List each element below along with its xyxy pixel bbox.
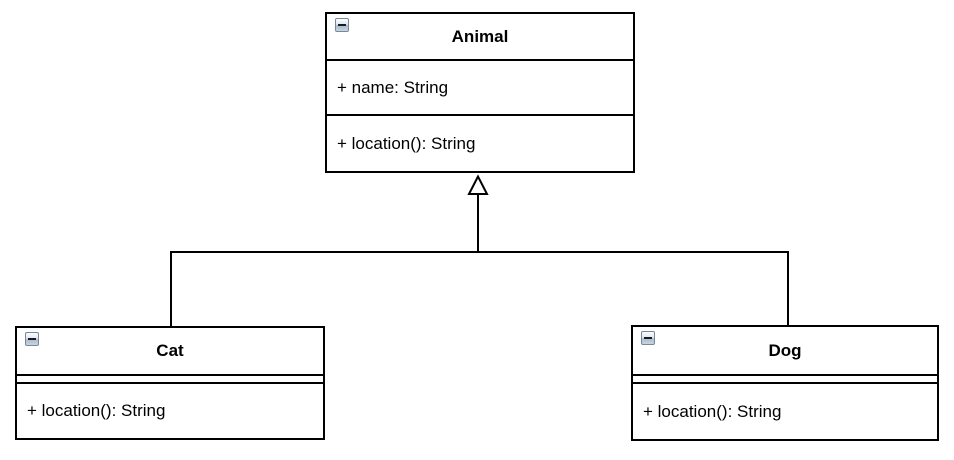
class-header-animal: Animal (327, 14, 633, 59)
class-name-cat: Cat (156, 341, 184, 360)
collapse-toggle-icon[interactable] (641, 331, 655, 345)
inheritance-edge-branches (170, 251, 789, 326)
methods-compartment-animal: + location(): String (327, 114, 633, 171)
attributes-compartment-animal: + name: String (327, 59, 633, 114)
class-box-cat[interactable]: Cat + location(): String (15, 326, 325, 440)
minus-icon (338, 24, 346, 26)
class-header-cat: Cat (17, 328, 323, 374)
class-box-animal[interactable]: Animal + name: String + location(): Stri… (325, 12, 635, 173)
class-name-dog: Dog (768, 340, 802, 360)
method-line: + location(): String (643, 401, 782, 421)
method-line: + location(): String (27, 401, 166, 420)
collapse-toggle-icon[interactable] (335, 18, 349, 32)
class-box-dog[interactable]: Dog + location(): String (631, 325, 939, 441)
generalization-arrowhead (467, 174, 489, 195)
class-name-animal: Animal (451, 26, 509, 46)
collapse-toggle-icon[interactable] (25, 332, 39, 346)
methods-compartment-cat: + location(): String (17, 382, 323, 438)
attributes-compartment-cat (17, 374, 323, 382)
minus-icon (644, 337, 652, 339)
class-header-dog: Dog (633, 327, 937, 374)
attributes-compartment-dog (633, 374, 937, 382)
minus-icon (28, 338, 36, 340)
methods-compartment-dog: + location(): String (633, 382, 937, 439)
attribute-line: + name: String (337, 77, 449, 97)
method-line: + location(): String (337, 133, 476, 153)
